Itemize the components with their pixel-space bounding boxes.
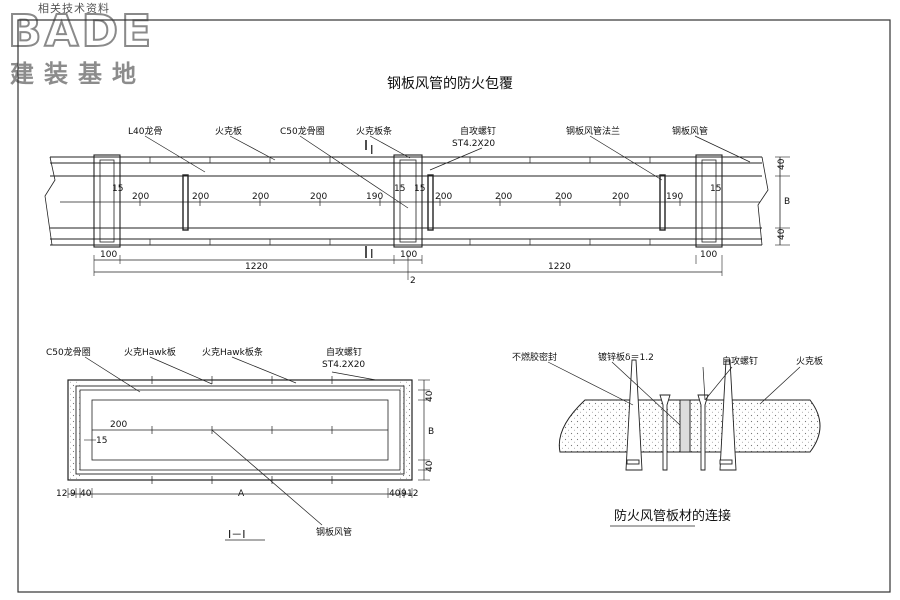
section-dim-b: B	[428, 427, 434, 437]
label-l40-keel: L40龙骨	[128, 125, 162, 137]
dim-b-side: B	[784, 197, 790, 207]
detail-label-galvanized: 镀锌板δ＝1.2	[598, 351, 654, 363]
detail-label-board: 火克板	[796, 355, 823, 367]
label-screw: 自攻螺钉	[460, 125, 496, 137]
dim-15-mid-a: 15	[394, 184, 405, 194]
section-label-c50: C50龙骨圈	[46, 346, 91, 358]
section-dim-a: A	[238, 489, 245, 499]
dim-200-c: 200	[252, 192, 269, 202]
dim-200-e: 200	[435, 192, 452, 202]
elevation-view	[44, 135, 790, 280]
section-dim-12-l: 12	[56, 489, 67, 499]
dim-100-left: 100	[100, 250, 117, 260]
section-dim-40-bot: 40	[425, 460, 435, 472]
dim-15-mid-b: 15	[414, 184, 425, 194]
dim-100-mid: 100	[400, 250, 417, 260]
label-steel-duct: 钢板风管	[672, 125, 708, 137]
dim-2: 2	[410, 276, 416, 286]
section-dim-40-l: 40	[80, 489, 92, 499]
section-label-duct: 钢板风管	[316, 526, 352, 538]
dim-200-d: 200	[310, 192, 327, 202]
dim-1220-right: 1220	[548, 262, 571, 272]
label-screw-spec: ST4.2X20	[452, 139, 495, 149]
section-label-screw: 自攻螺钉	[326, 346, 362, 358]
section-dim-9-r: 9	[401, 489, 407, 499]
dim-190-b: 190	[666, 192, 683, 202]
drawing-title: 钢板风管的防火包覆	[387, 76, 513, 92]
section-caption: I－I	[228, 528, 246, 541]
label-c50-ring: C50龙骨圈	[280, 125, 325, 137]
dim-190-a: 190	[366, 192, 383, 202]
dim-200-g: 200	[555, 192, 572, 202]
dim-15-right: 15	[710, 184, 721, 194]
section-view	[67, 356, 430, 541]
dim-200-b: 200	[192, 192, 209, 202]
section-dim-9-l: 9	[70, 489, 76, 499]
dim-40-bottom: 40	[777, 228, 787, 240]
section-mark-top: I	[370, 143, 374, 157]
section-dim-15: 15	[96, 436, 107, 446]
dim-1220-left: 1220	[245, 262, 268, 272]
section-label-hawk-board: 火克Hawk板	[124, 346, 176, 358]
sheet-frame	[17, 19, 891, 593]
section-dim-200: 200	[110, 420, 127, 430]
section-dim-40-r: 40	[389, 489, 401, 499]
joint-detail	[547, 359, 821, 527]
label-fire-board: 火克板	[215, 125, 242, 137]
section-label-screw-spec: ST4.2X20	[322, 360, 365, 370]
dim-100-right: 100	[700, 250, 717, 260]
detail-label-sealant: 不燃胶密封	[512, 351, 557, 363]
dim-40-top: 40	[777, 158, 787, 170]
dim-15-left: 15	[112, 184, 123, 194]
watermark: 相关技术资料 BADE 建装基地	[7, 0, 178, 88]
dim-200-a: 200	[132, 192, 149, 202]
detail-label-screw: 自攻螺钉	[722, 355, 758, 367]
watermark-cn: 建装基地	[10, 60, 146, 88]
dim-200-h: 200	[612, 192, 629, 202]
watermark-logo: BADE	[7, 5, 155, 58]
dim-200-f: 200	[495, 192, 512, 202]
section-dim-12-r: 12	[407, 489, 418, 499]
watermark-top-text: 相关技术资料	[38, 2, 110, 15]
label-flange: 钢板风管法兰	[566, 125, 620, 137]
detail-caption: 防火风管板材的连接	[614, 508, 731, 524]
section-mark-bottom: I	[370, 247, 374, 261]
section-label-hawk-strip: 火克Hawk板条	[202, 346, 263, 358]
section-dim-40-top: 40	[425, 390, 435, 402]
label-board-strip: 火克板条	[356, 125, 392, 137]
